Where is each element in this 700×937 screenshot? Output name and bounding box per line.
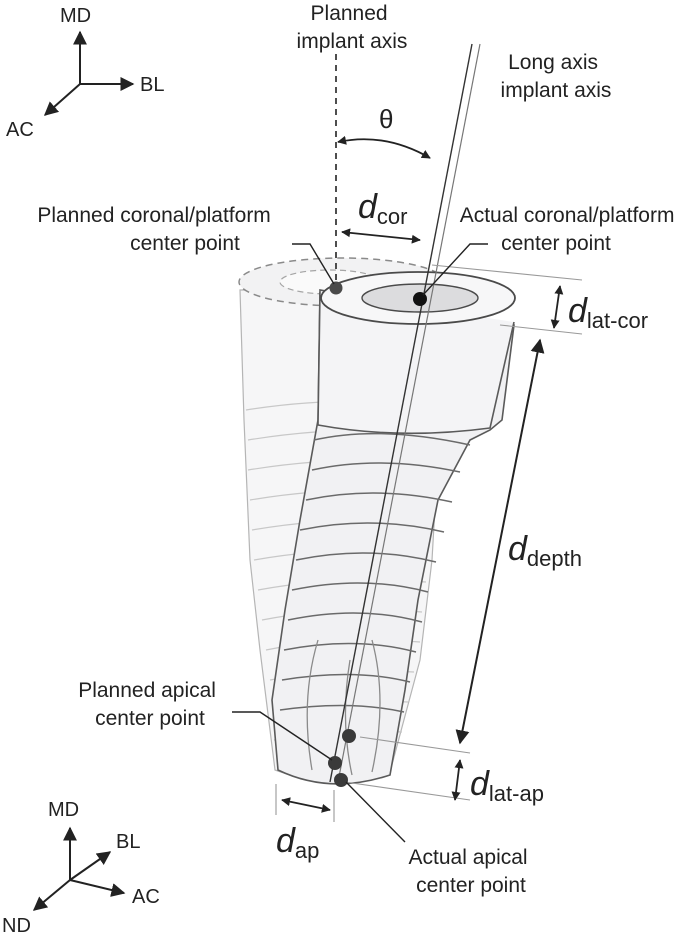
axis-nd-arrow-bottom — [32, 879, 71, 911]
axis-md-label-top: MD — [60, 5, 91, 27]
axis-bl-label-top: BL — [140, 74, 164, 96]
axis-ac-arrow-top — [43, 83, 81, 116]
planned-axis-label: Planned implant axis — [297, 2, 408, 53]
actual-apical-label: Actual apical center point — [409, 846, 534, 897]
d-depth-label: ddepth — [508, 530, 582, 571]
leader-actual-coronal — [422, 243, 488, 296]
long-axis-line-a — [329, 43, 473, 783]
lat-cor-ext-bottom — [499, 324, 583, 335]
d-lat-ap-arrow — [451, 759, 464, 801]
axis-bl-label-bottom: BL — [116, 831, 140, 853]
leader-planned-apical — [232, 711, 333, 761]
long-axis-line-b — [337, 43, 481, 783]
orientation-axes-top: MD BL AC — [6, 5, 164, 141]
leader-actual-apical — [345, 781, 406, 843]
axis-ac-label-top: AC — [6, 119, 34, 141]
leader-planned-coronal — [292, 243, 335, 285]
actual-apical-point — [334, 773, 348, 787]
theta-arc — [337, 135, 431, 159]
d-lat-cor-label: dlat-cor — [568, 292, 648, 333]
lat-ap-ext-bottom — [344, 781, 471, 801]
actual-implant — [271, 271, 516, 785]
actual-coronal-label: Actual coronal/platform center point — [460, 204, 681, 255]
axis-bl-arrow-bottom — [69, 851, 112, 881]
lat-cor-ext-top — [431, 264, 583, 281]
axis-nd-label-bottom: ND — [2, 915, 31, 937]
planned-apical-label: Planned apical center point — [78, 679, 222, 730]
axis-ac-arrow-bottom — [69, 879, 126, 897]
axis-ac-label-bottom: AC — [132, 886, 160, 908]
axis-md-label-bottom: MD — [48, 799, 79, 821]
d-lat-ap-label: dlat-ap — [470, 765, 544, 806]
d-lat-cor-arrow — [550, 285, 564, 329]
long-axis-label: Long axis implant axis — [501, 51, 612, 102]
lat-ap-ext-top — [359, 736, 471, 754]
d-cor-arrow — [341, 228, 421, 244]
actual-coronal-point — [413, 292, 427, 306]
d-cor-label: dcor — [358, 188, 407, 229]
theta-label: θ — [379, 104, 393, 134]
planned-coronal-label: Planned coronal/platform center point — [37, 204, 276, 255]
orientation-axes-bottom: MD BL AC ND — [2, 799, 160, 937]
d-ap-arrow — [281, 797, 331, 813]
apical-point-upper — [342, 729, 356, 743]
d-ap-label: dap — [276, 822, 319, 863]
planned-coronal-point — [329, 281, 343, 295]
d-depth-arrow — [455, 338, 545, 745]
